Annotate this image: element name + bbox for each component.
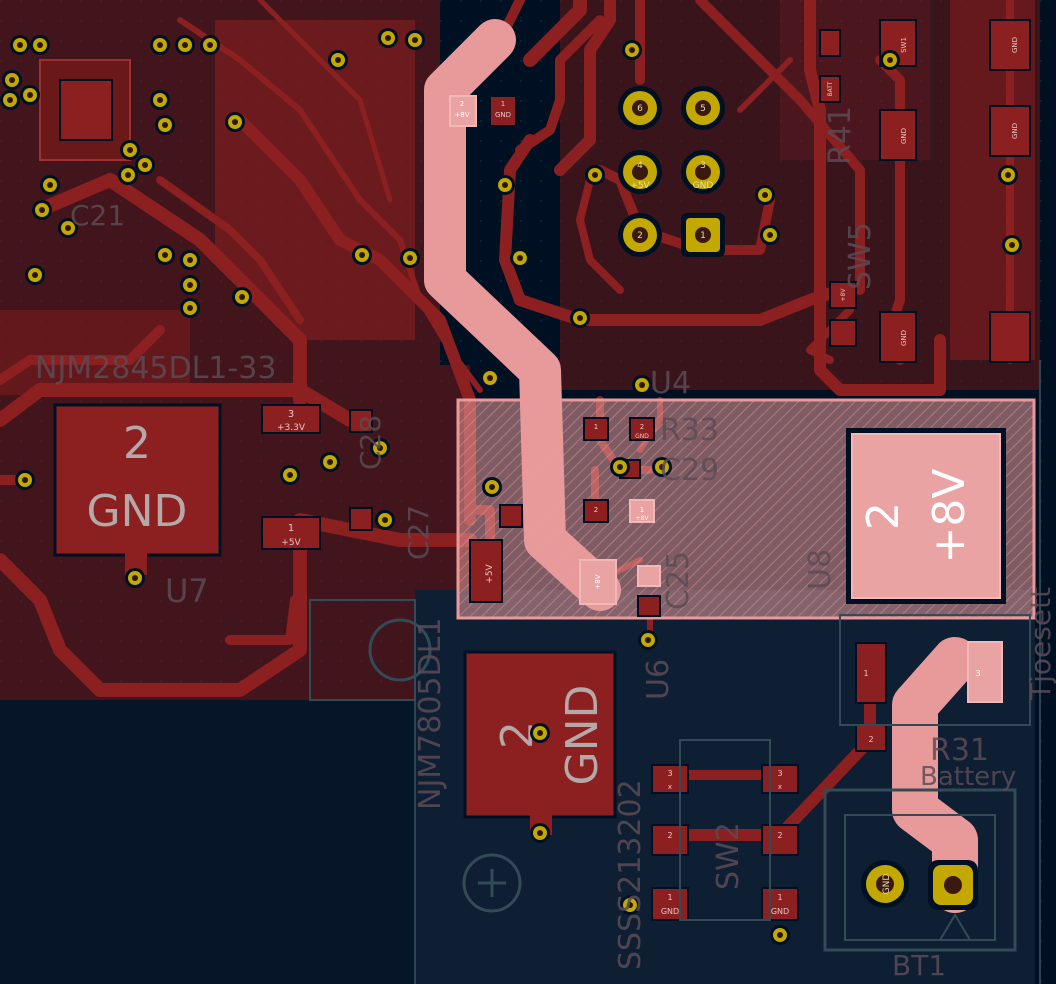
board-region-empty: [0, 700, 415, 984]
u7-tab-pad[interactable]: 2 GND: [53, 403, 222, 575]
svg-text:2: 2: [594, 506, 598, 514]
refdes-c29: C29: [660, 453, 719, 488]
svg-text:+8V: +8V: [636, 515, 650, 522]
svg-text:4: 4: [637, 161, 643, 171]
svg-text:5: 5: [700, 104, 706, 114]
qfn-ic[interactable]: [39, 59, 131, 161]
u7-tab-net: GND: [87, 486, 188, 537]
svg-text:3: 3: [700, 161, 706, 171]
u6-pad-5v[interactable]: +5V: [469, 539, 503, 603]
svg-text:GND: GND: [635, 433, 649, 440]
selected-zone-outline: [456, 398, 1036, 620]
refdes-u7: U7: [165, 572, 209, 610]
refdes-battery: Battery: [920, 762, 1016, 792]
svg-text:+8V: +8V: [454, 111, 469, 119]
svg-text:+5V: +5V: [281, 538, 301, 548]
refdes-c25: C25: [661, 551, 696, 610]
svg-text:+8V: +8V: [840, 288, 847, 302]
svg-text:x: x: [668, 783, 672, 791]
svg-text:2: 2: [460, 100, 464, 108]
svg-text:GND: GND: [693, 181, 714, 191]
svg-text:GND: GND: [1011, 123, 1019, 139]
refdes-r31: R31: [930, 733, 989, 768]
refdes-njm2845: NJM2845DL1-33: [35, 351, 276, 386]
refdes-bt1: BT1: [892, 949, 946, 982]
svg-text:GND: GND: [495, 111, 511, 119]
svg-text:GND: GND: [1011, 37, 1019, 53]
bt1-holder[interactable]: GND: [823, 788, 1017, 952]
c-pad-group[interactable]: 1 2 GND 2 1 +8V +8V: [349, 409, 661, 617]
svg-text:3: 3: [288, 409, 294, 420]
svg-text:2: 2: [868, 735, 873, 744]
u7-tab-num: 2: [123, 418, 151, 469]
refdes-c27: C27: [402, 505, 435, 560]
svg-text:1: 1: [700, 231, 706, 241]
svg-text:1: 1: [288, 523, 294, 534]
svg-text:2: 2: [777, 831, 782, 840]
svg-text:1: 1: [777, 893, 782, 902]
svg-text:2: 2: [637, 231, 643, 241]
svg-text:BATT: BATT: [827, 81, 834, 96]
r31-pads[interactable]: 1 2 3: [855, 641, 1003, 752]
svg-text:1: 1: [863, 669, 868, 678]
refdes-tjoesett: Tjoesett: [1024, 587, 1056, 701]
svg-text:2: 2: [667, 831, 672, 840]
svg-text:GND: GND: [900, 128, 908, 144]
u6-tab-net: GND: [557, 685, 608, 786]
sw2-pads[interactable]: 3 x 3 x 2 2 1 GND 1 GND: [651, 764, 799, 921]
svg-text:1: 1: [594, 423, 598, 431]
svg-text:+5V: +5V: [485, 563, 495, 583]
refdes-sw2: SW2: [711, 822, 746, 890]
refdes-njm7805: NJM7805DL1: [413, 618, 448, 810]
top-pads[interactable]: 2 +8V 1 GND: [449, 95, 517, 127]
svg-text:2: 2: [640, 423, 644, 431]
svg-text:3: 3: [777, 769, 782, 778]
refdes-r41: R41: [823, 106, 858, 165]
refdes-c28: C28: [354, 415, 387, 470]
silk-marks: [309, 599, 1031, 921]
svg-text:3: 3: [975, 669, 980, 678]
svg-text:GND: GND: [771, 907, 789, 916]
right-pads[interactable]: BATT SW1 GND GND +8V GND GND: [819, 19, 1031, 363]
svg-text:+3.3V: +3.3V: [277, 423, 306, 433]
u8-tab-pad[interactable]: 2 +8V: [846, 428, 1006, 604]
svg-text:1: 1: [640, 506, 644, 514]
vias: [0, 28, 1022, 945]
refdes-u8: U8: [803, 549, 838, 590]
refdes-sssc: SSSS213202: [613, 779, 648, 970]
svg-text:GND: GND: [882, 874, 892, 895]
refdes-r33: R33: [660, 413, 719, 448]
svg-text:SW1: SW1: [900, 37, 908, 53]
refdes-u6: U6: [641, 659, 676, 700]
header-connector[interactable]: 6 5 4 +5V 3 GND 2 1: [618, 86, 725, 257]
silkscreen-refdes: NJM2845DL1-33 U7 NJM7805DL1 U6 U8 U4 R33…: [35, 106, 1056, 982]
u8-tab-net: +8V: [924, 469, 975, 564]
svg-text:6: 6: [637, 104, 643, 114]
svg-text:x: x: [778, 783, 782, 791]
svg-text:3: 3: [667, 769, 672, 778]
svg-text:1: 1: [501, 100, 505, 108]
u6-tab-pad[interactable]: 2 GND: [463, 650, 617, 835]
svg-text:+8V: +8V: [594, 574, 602, 589]
u7-pad-1[interactable]: 1 +5V: [261, 516, 321, 550]
svg-text:+5V: +5V: [630, 181, 650, 191]
svg-text:GND: GND: [661, 907, 679, 916]
svg-text:GND: GND: [900, 330, 908, 346]
u7-pad-3[interactable]: 3 +3.3V: [261, 404, 321, 434]
u8-tab-num: 2: [858, 502, 909, 530]
refdes-u4: U4: [650, 366, 691, 401]
refdes-sw5: SW5: [843, 222, 878, 290]
svg-text:1: 1: [667, 893, 672, 902]
refdes-c21: C21: [70, 199, 125, 232]
